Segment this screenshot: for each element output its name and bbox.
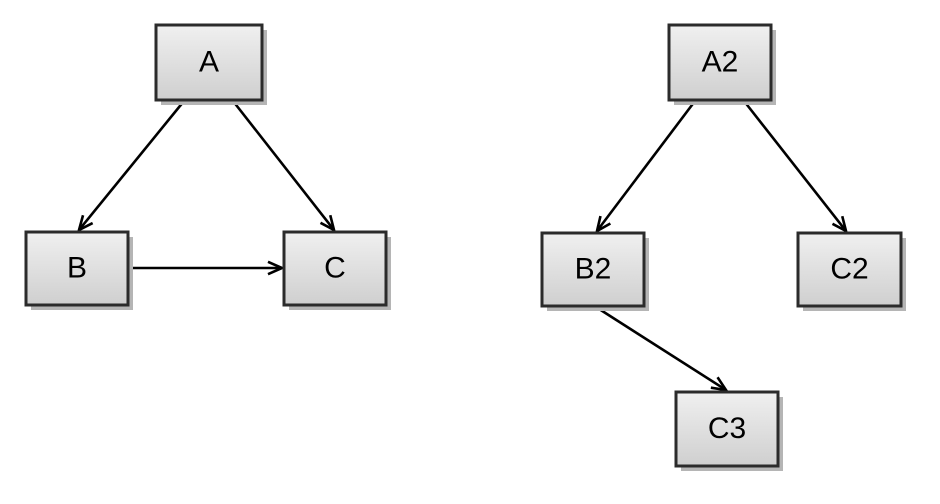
arrowhead-a-c-icon [319, 214, 336, 233]
arrowhead-b-c-icon [267, 260, 286, 276]
edge-line [742, 100, 846, 231]
node-b[interactable]: B [24, 230, 133, 310]
edge-a2-to-b2[interactable] [595, 100, 697, 234]
arrowhead-a2-b2-icon [595, 215, 612, 234]
node-box[interactable] [540, 231, 646, 308]
edge-group-graph-right [595, 100, 848, 392]
node-box[interactable] [154, 23, 264, 102]
edge-a2-to-c2[interactable] [742, 100, 848, 234]
edge-line [231, 100, 334, 230]
node-box[interactable] [667, 23, 773, 102]
node-a2[interactable]: A2 [667, 23, 776, 105]
arrowhead-a-b-icon [76, 214, 94, 233]
node-c2[interactable]: C2 [796, 231, 906, 311]
edge-line [79, 100, 186, 230]
node-c3[interactable]: C3 [674, 390, 783, 471]
node-box[interactable] [282, 230, 388, 307]
node-box[interactable] [674, 390, 780, 468]
edge-b-to-c[interactable] [130, 260, 286, 276]
node-a[interactable]: A [154, 23, 267, 105]
node-box[interactable] [24, 230, 130, 307]
edge-line [597, 100, 697, 231]
node-b2[interactable]: B2 [540, 231, 649, 311]
edge-a-to-b[interactable] [76, 100, 186, 233]
edge-a-to-c[interactable] [231, 100, 336, 233]
edge-line [595, 305, 726, 391]
arrowhead-b2-c3-icon [710, 376, 729, 392]
node-box[interactable] [796, 231, 903, 308]
edges-layer [76, 100, 848, 392]
edge-b2-to-c3[interactable] [595, 305, 729, 392]
arrowhead-a2-c2-icon [831, 215, 848, 234]
node-c[interactable]: C [282, 230, 391, 310]
edge-group-graph-left [76, 100, 336, 276]
